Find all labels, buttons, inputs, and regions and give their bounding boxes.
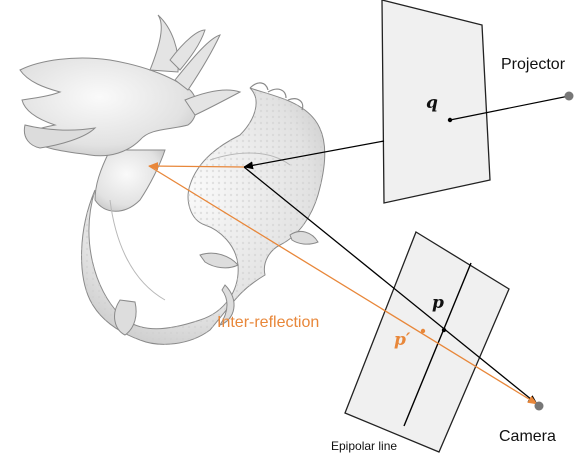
- point-p-prime: [420, 328, 426, 334]
- projector-label: Projector: [501, 56, 566, 73]
- camera-center-point: [534, 401, 544, 411]
- direct-illumination-ray: [243, 140, 385, 170]
- inter-reflection-ray-1: [148, 162, 245, 171]
- q-label: q: [426, 93, 438, 113]
- camera-label: Camera: [499, 428, 556, 445]
- point-p: [441, 327, 447, 333]
- epipolar-line-label: Epipolar line: [331, 439, 397, 453]
- p-prime-label: p′: [394, 330, 411, 350]
- inter-reflection-ray-2: [148, 165, 538, 405]
- point-q: [447, 117, 453, 123]
- projector-image-plane: [381, 0, 491, 204]
- inter-reflection-label: Inter-reflection: [217, 314, 319, 331]
- epipolar-line: [403, 262, 472, 427]
- direct-reflection-ray: [243, 166, 538, 405]
- camera-image-plane: [344, 231, 510, 453]
- dragon-statue-icon: [19, 14, 326, 345]
- p-label: p: [432, 293, 444, 313]
- projector-ray: [449, 95, 570, 121]
- projector-center-point: [564, 91, 574, 101]
